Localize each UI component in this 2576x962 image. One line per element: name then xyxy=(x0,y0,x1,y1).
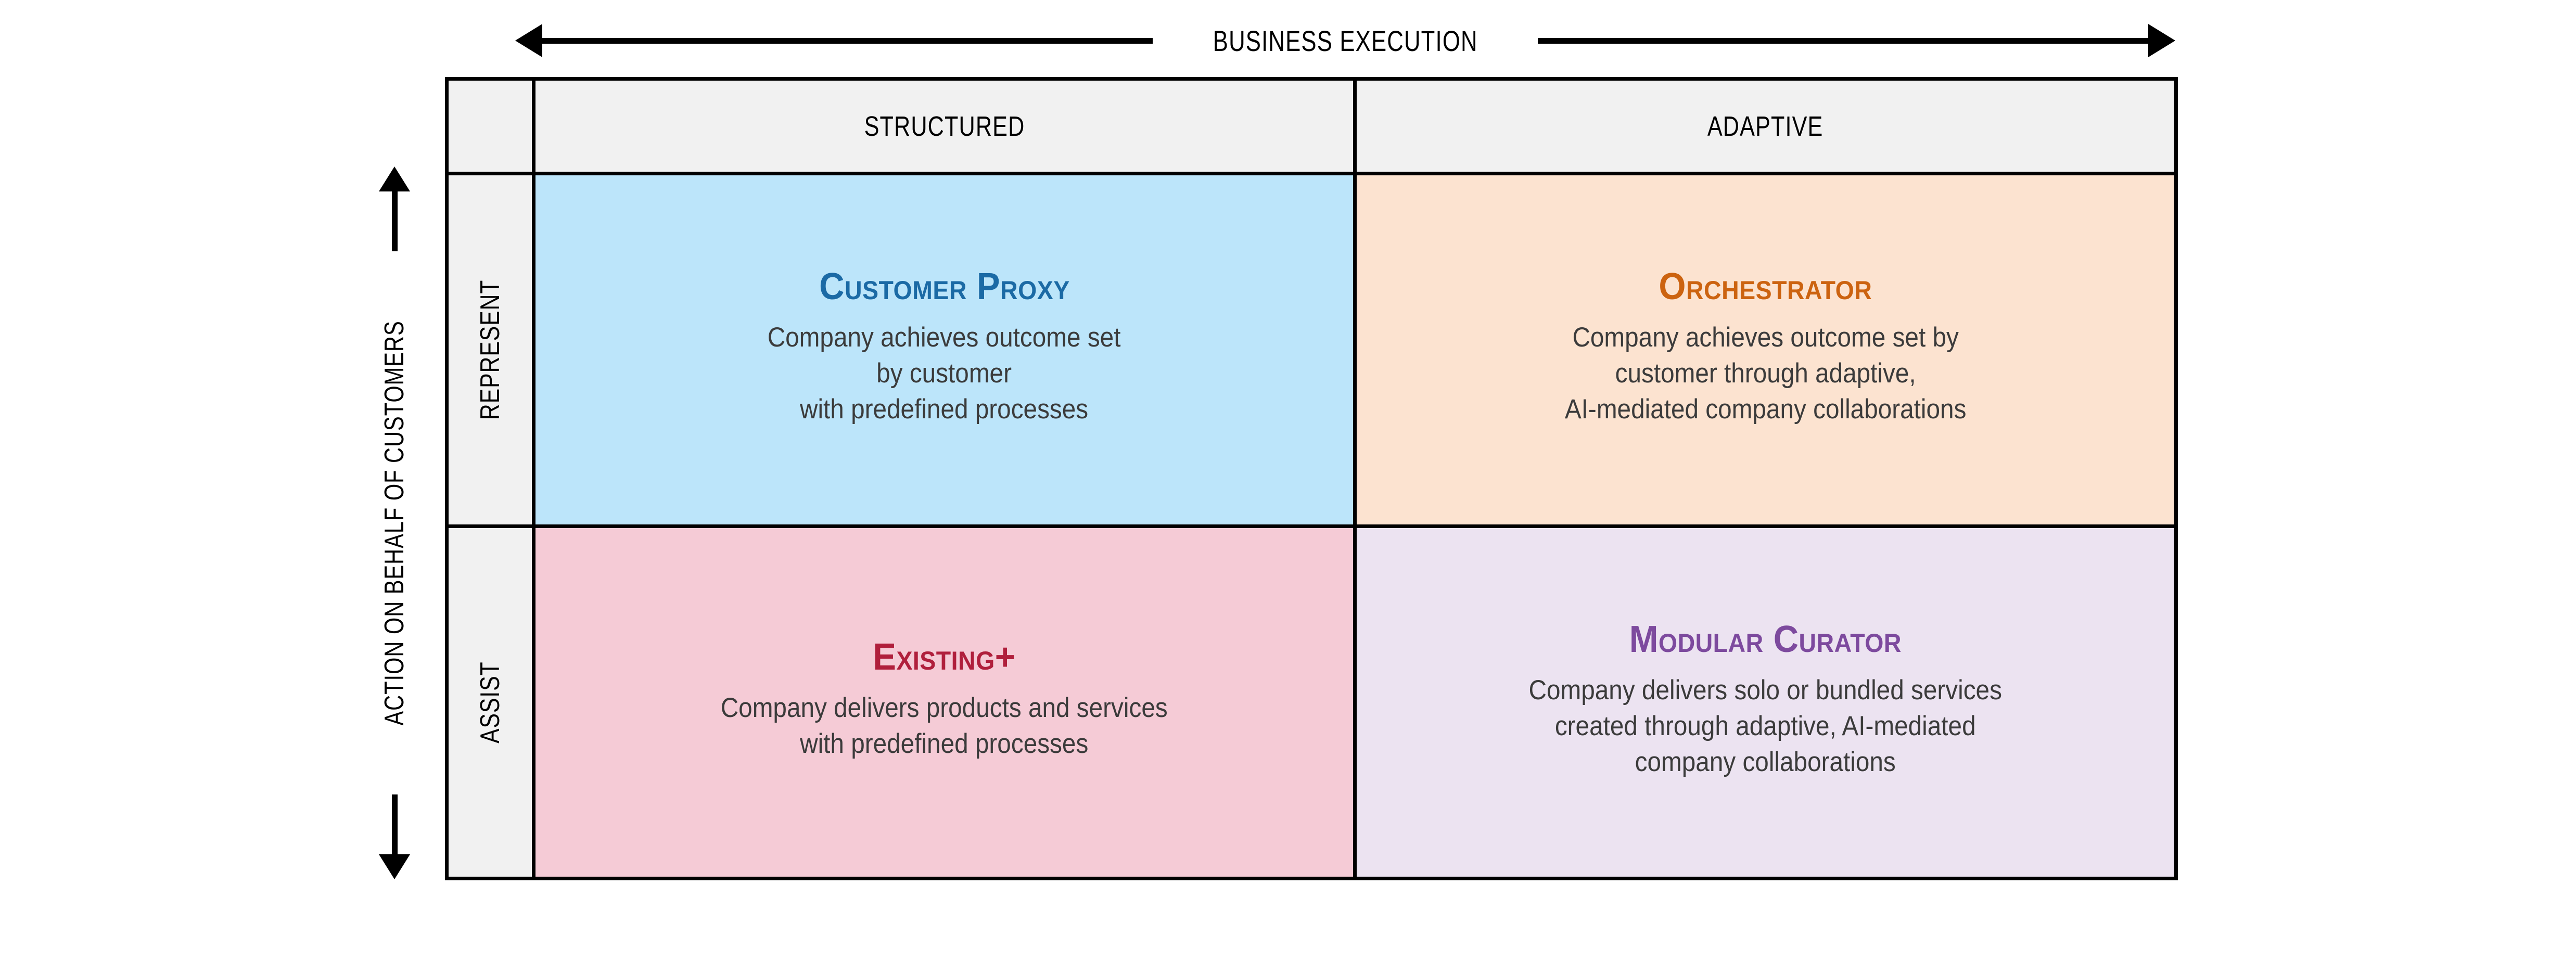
body-line: customer through adaptive, xyxy=(1615,358,1916,389)
quadrant-orchestrator-body: Company achieves outcome set by customer… xyxy=(1565,320,1967,428)
row-header-assist-label: ASSIST xyxy=(475,661,505,743)
quadrant-existing-plus[interactable]: Existing+ Company delivers products and … xyxy=(535,528,1353,877)
row-header-represent-label: REPRESENT xyxy=(475,279,505,420)
body-line: Company achieves outcome set xyxy=(768,322,1121,353)
row-header-assist: ASSIST xyxy=(449,528,532,877)
column-header-adaptive: ADAPTIVE xyxy=(1357,81,2174,172)
body-line: Company achieves outcome set by xyxy=(1572,322,1959,353)
quadrant-customer-proxy-body: Company achieves outcome set by customer… xyxy=(768,320,1121,428)
body-line: by customer xyxy=(876,358,1012,389)
horizontal-axis-line-left xyxy=(542,37,1153,44)
quadrant-modular-curator[interactable]: Modular Curator Company delivers solo or… xyxy=(1357,528,2174,877)
quadrant-modular-curator-body: Company delivers solo or bundled service… xyxy=(1529,673,2002,780)
matrix-grid: STRUCTURED ADAPTIVE REPRESENT Customer P… xyxy=(445,77,2178,880)
vertical-axis-label: ACTION ON BEHALF OF CUSTOMERS xyxy=(379,320,410,726)
column-header-structured-label: STRUCTURED xyxy=(864,110,1025,142)
body-line: Company delivers solo or bundled service… xyxy=(1528,674,2003,706)
column-header-structured: STRUCTURED xyxy=(535,81,1353,172)
horizontal-axis-label: BUSINESS EXECUTION xyxy=(1213,24,1478,57)
vertical-axis: ACTION ON BEHALF OF CUSTOMERS xyxy=(371,166,418,879)
quadrant-existing-plus-title: Existing+ xyxy=(873,636,1016,678)
vertical-axis-line-top xyxy=(391,191,398,251)
body-line: with predefined processes xyxy=(800,394,1089,425)
arrow-left-icon xyxy=(515,24,542,57)
horizontal-axis: BUSINESS EXECUTION xyxy=(515,21,2175,60)
quadrant-modular-curator-title: Modular Curator xyxy=(1629,618,1902,660)
body-line: with predefined processes xyxy=(800,728,1089,760)
body-line: created through adaptive, AI-mediated xyxy=(1555,710,1976,741)
quadrant-existing-plus-body: Company delivers products and services w… xyxy=(721,690,1168,762)
column-header-adaptive-label: ADAPTIVE xyxy=(1707,110,1823,142)
arrow-down-icon xyxy=(379,854,410,879)
row-header-represent: REPRESENT xyxy=(449,175,532,524)
quadrant-orchestrator[interactable]: Orchestrator Company achieves outcome se… xyxy=(1357,175,2174,524)
quadrant-orchestrator-title: Orchestrator xyxy=(1659,266,1872,308)
body-line: AI-mediated company collaborations xyxy=(1564,394,1967,425)
body-line: Company delivers products and services xyxy=(720,692,1168,724)
quadrant-customer-proxy-title: Customer Proxy xyxy=(819,266,1070,308)
body-line: company collaborations xyxy=(1635,746,1896,777)
vertical-axis-line-bottom xyxy=(391,794,398,854)
matrix-corner-cell xyxy=(449,81,532,172)
vertical-axis-label-wrap: ACTION ON BEHALF OF CUSTOMERS xyxy=(379,251,410,795)
quadrant-customer-proxy[interactable]: Customer Proxy Company achieves outcome … xyxy=(535,175,1353,524)
arrow-up-icon xyxy=(379,166,410,191)
horizontal-axis-line-right xyxy=(1538,37,2148,44)
arrow-right-icon xyxy=(2148,24,2175,57)
